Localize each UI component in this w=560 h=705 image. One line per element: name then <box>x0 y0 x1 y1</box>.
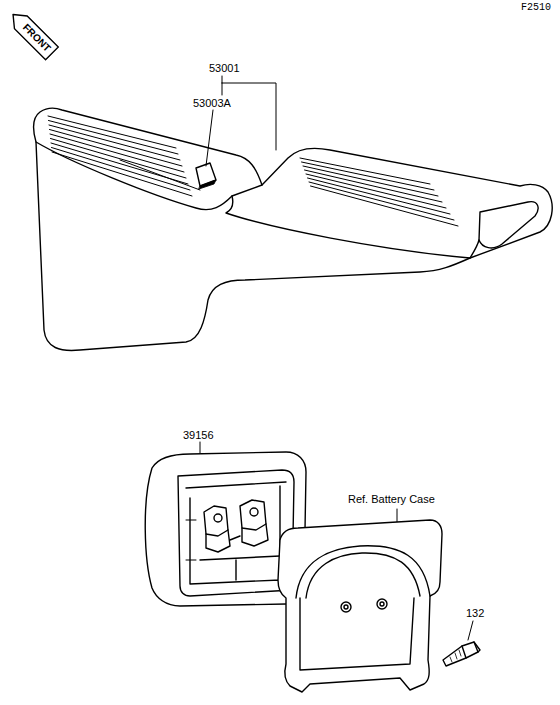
seat-stripe <box>120 160 200 190</box>
bolt <box>443 642 480 666</box>
seat-stripe <box>309 182 454 220</box>
seat-stripe <box>302 162 435 190</box>
seat <box>34 108 553 350</box>
callout-number: 132 <box>466 608 484 619</box>
seat-stripe <box>311 186 459 226</box>
seat-stripe <box>52 152 192 196</box>
seat-stripe <box>308 178 451 214</box>
seat-stripe <box>49 121 179 155</box>
front-arrow: FRONT <box>5 7 59 61</box>
seat-stripe <box>303 166 438 196</box>
reference-label: Ref. Battery Case <box>348 494 435 505</box>
callout-number: 39156 <box>183 430 214 441</box>
callout-number: 53003A <box>193 98 231 109</box>
callout-number: 53001 <box>209 63 240 74</box>
seat-stripe <box>52 148 191 191</box>
battery-case <box>278 520 442 692</box>
figure-number: F2510 <box>521 3 551 13</box>
seat-stripe <box>306 174 446 208</box>
seat-stripe <box>49 125 180 160</box>
seat-stripe <box>50 130 183 167</box>
